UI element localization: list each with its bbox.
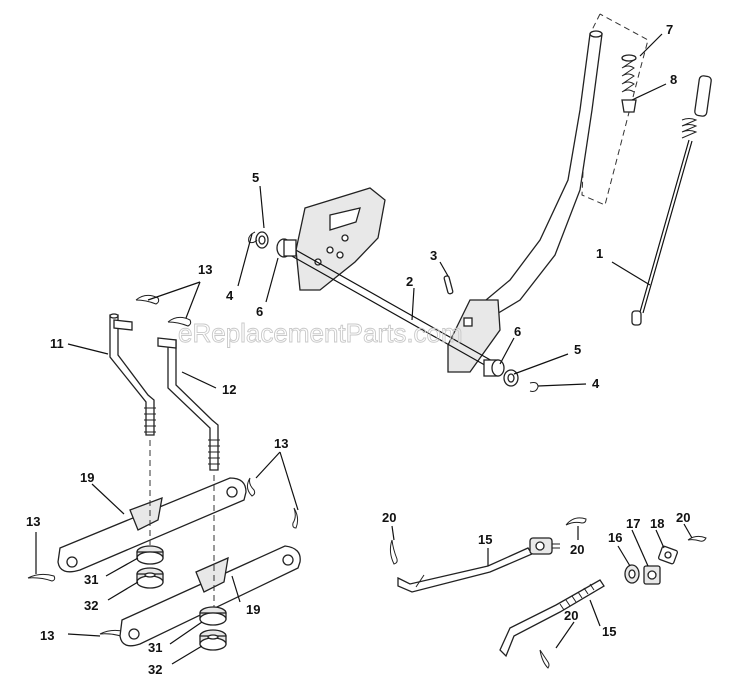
callout-11: 11 [50,336,64,351]
pin [443,275,454,295]
callout-12: 12 [222,382,236,397]
callout-15-upper: 15 [478,532,492,547]
link-plate-lower [119,545,301,647]
callout-13-right: 13 [274,436,288,451]
callout-7: 7 [666,22,673,37]
leader-lines [35,33,693,665]
callout-5-left: 5 [252,170,259,185]
link-plate-upper [57,477,247,573]
callout-16: 16 [608,530,622,545]
callout-4-left: 4 [226,288,234,303]
callout-18: 18 [650,516,664,531]
watermark: eReplacementParts.com [178,318,463,348]
callout-6-left: 6 [256,304,263,319]
callout-13-top: 13 [198,262,212,277]
adjust-rod-upper [397,537,560,593]
callout-31-lower: 31 [148,640,162,655]
assembly-lines [149,440,215,610]
callout-4-right: 4 [592,376,600,391]
callout-8: 8 [670,72,677,87]
lift-rod [631,75,712,326]
callout-3: 3 [430,248,437,263]
callout-1: 1 [596,246,603,261]
cotter-pins [389,517,707,669]
callout-5-right: 5 [574,342,581,357]
callout-13-left: 13 [26,514,40,529]
lift-handle [447,30,603,373]
callout-15-lower: 15 [602,624,616,639]
hanger-arm-12 [157,337,220,471]
callout-20-mid: 20 [570,542,584,557]
callout-32-lower: 32 [148,662,162,677]
callout-19-upper: 19 [80,470,94,485]
callout-31-upper: 31 [84,572,98,587]
callout-20-left: 20 [382,510,396,525]
right-bushing [483,359,539,392]
trunnion-hardware [624,545,678,585]
callout-17: 17 [626,516,640,531]
handle-spring [621,54,637,113]
callout-2: 2 [406,274,413,289]
callout-20-right: 20 [676,510,690,525]
mounting-plate [295,187,386,291]
callout-32-upper: 32 [84,598,98,613]
left-bushing [248,231,297,258]
adjust-rod-lower [499,579,605,658]
callout-19-lower: 19 [246,602,260,617]
bushings-and-nuts [136,545,227,651]
lift-shaft [289,248,495,369]
callout-13-bottom: 13 [40,628,54,643]
callout-20-bottom: 20 [564,608,578,623]
callout-6-right: 6 [514,324,521,339]
hanger-arm-11 [109,313,156,436]
